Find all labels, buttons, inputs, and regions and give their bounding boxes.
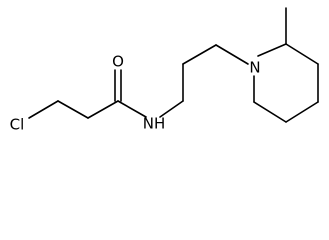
- bond-c1-c2: [57, 100, 89, 119]
- bond-c5-ring-n: [215, 44, 249, 65]
- atom-chlorine: Cl: [10, 116, 25, 134]
- bond-ring-c5-c6: [253, 101, 287, 123]
- bond-amide-n-c3: [159, 100, 184, 118]
- bond-cl-c1: [28, 100, 59, 119]
- bond-ring-n-c2: [257, 43, 287, 57]
- bond-carbonyl-amide-n: [117, 100, 147, 118]
- atom-ring-nitrogen: N: [249, 59, 260, 77]
- bond-c4-c5: [182, 44, 217, 65]
- bond-ring-c2-c3: [285, 43, 319, 65]
- atom-amide-nitrogen: NH: [143, 115, 166, 133]
- molecule-structure: Cl O NH N: [10, 7, 319, 134]
- bond-ring-c4-c5: [285, 101, 319, 123]
- bond-c2-carbonyl: [87, 100, 119, 119]
- atom-carbonyl-oxygen: O: [112, 53, 124, 71]
